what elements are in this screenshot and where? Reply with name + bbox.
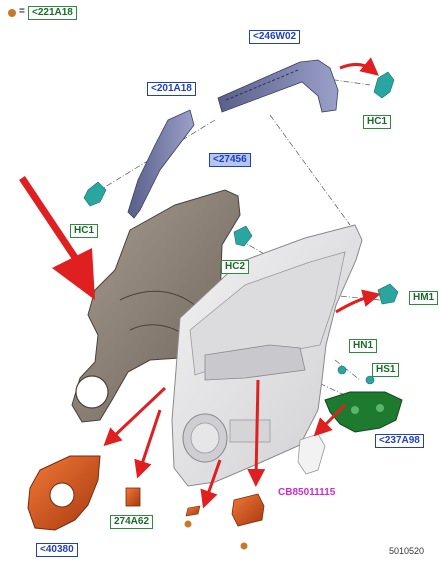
- clip-hc1-top-icon: [373, 71, 395, 99]
- water-barrier-part: [71, 189, 241, 423]
- label-246W02: <246W02: [249, 30, 301, 44]
- clip-hm1-icon: [377, 283, 399, 305]
- legend-marker-icon: [8, 9, 16, 17]
- label-237A98: <237A98: [375, 434, 424, 448]
- clip-hs1-icon: [365, 375, 375, 385]
- speaker-grille-part: [27, 455, 101, 531]
- legend-part-label: <221A18: [28, 6, 77, 20]
- label-hc1-left: HC1: [70, 224, 99, 238]
- door-trim-panel: [171, 224, 363, 487]
- label-201A18: <201A18: [147, 82, 196, 96]
- small-pad-part: [185, 505, 201, 517]
- label-274A62: 274A62: [110, 515, 154, 529]
- label-hm1: HM1: [409, 291, 439, 305]
- block-part: [231, 493, 265, 527]
- label-hc1-top: HC1: [363, 115, 392, 129]
- clip-hn1-icon: [337, 365, 347, 375]
- label-hn1: HN1: [349, 339, 378, 353]
- legend-equals: =: [19, 6, 25, 17]
- figure-id: 5010520: [389, 546, 425, 556]
- label-hs1: HS1: [372, 363, 400, 377]
- label-cb85011115: CB85011115: [278, 487, 336, 498]
- belt-strip-part: [217, 59, 339, 113]
- pad-274A62-part: [125, 487, 141, 507]
- big-red-arrow: [19, 176, 95, 300]
- block-marker-icon: [240, 542, 248, 550]
- upper-trim-strip-part: [127, 109, 195, 219]
- clip-hc1-left-icon: [83, 181, 107, 207]
- cb-clip-part: [297, 433, 326, 475]
- small-pad-marker-icon: [184, 520, 192, 528]
- label-27456: <27456: [209, 153, 251, 167]
- clip-hc2-icon: [233, 225, 253, 247]
- label-hc2: HC2: [221, 260, 250, 274]
- label-40380: <40380: [36, 543, 78, 557]
- handle-bracket-part: [324, 391, 403, 433]
- red-arrows: [103, 57, 381, 509]
